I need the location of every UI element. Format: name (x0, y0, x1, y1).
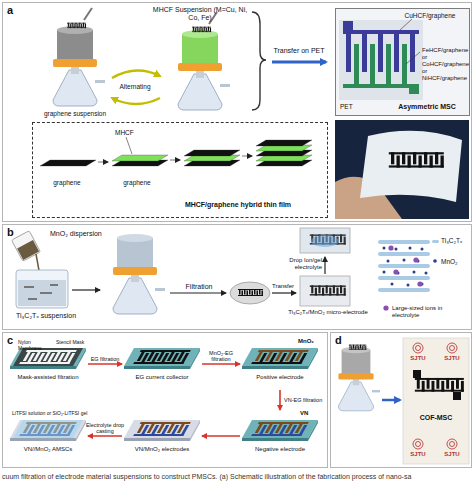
flow-arrow (202, 435, 240, 437)
flow-arrow (88, 435, 122, 437)
node-text: EG current collector (122, 374, 202, 381)
node-text: graphene (107, 179, 167, 186)
node-text: MnO₂ (298, 338, 320, 345)
annotation-label: MnO₂ (441, 258, 472, 265)
annotation-label: Stencil Mask (56, 340, 88, 346)
node-text: b (7, 226, 21, 239)
annotation-label: Nylon Membrane (18, 340, 54, 352)
panel-frame: d (330, 332, 472, 468)
figure-caption: cuum filtration of electrode material su… (2, 473, 411, 480)
annotation-label: Ti₃C₂Tₓ/MnO₂ micro-electrode (286, 309, 370, 316)
annotation-label: SJTU (438, 355, 466, 362)
annotation-label: Filtration (170, 283, 228, 291)
node-text: graphene (37, 179, 97, 186)
annotation-label: COF-MSC (403, 414, 469, 422)
process-step: Negative electrode VN (240, 410, 320, 462)
annotation-label: LiTFSI solution or SiO₂-LiTFSI gel (12, 411, 90, 417)
device-box: CuHCF/grapheneFeHCF/graphene or CoHCF/gr… (335, 8, 470, 116)
process-step: MnO₂ Positive electrode (240, 338, 320, 390)
annotation-label: SJTU (404, 355, 432, 362)
annotation-label: Transfer (266, 283, 300, 290)
annotation-label: MnO₂ dispersion (50, 230, 120, 238)
node-text: VN/MnO₂ electrodes (122, 446, 202, 453)
annotation-label: Ti₃C₂Tₓ (441, 237, 472, 244)
node-text: FeHCF/graphene or CoHCF/graphene or NiHC… (422, 47, 469, 81)
annotation-label: Transfer on PET (264, 47, 334, 55)
annotation-label: Ti₃C₂Tₓ suspension (4, 312, 88, 320)
node-text: MHCF/graphene hybrid thin film (153, 201, 323, 209)
film-stack-box: graphene MHCF grapheneMHCF/graphene hybrid… (32, 122, 328, 218)
annotation-label: MHCF Suspension (M=Cu, Ni, Co, Fe) (150, 6, 250, 22)
node-text: MHCF (115, 129, 155, 136)
flow-arrow (202, 363, 240, 365)
annotation-label: SJTU (404, 451, 432, 458)
node-text: a (7, 4, 21, 17)
annotation-label: Alternating (104, 83, 166, 90)
process-step: VN//MnO₂ AMSCs (8, 410, 88, 462)
node-text: PET (340, 103, 370, 110)
panel-frame: cMask-assisted filtrationEG current coll… (2, 332, 328, 468)
node-text: VN//MnO₂ AMSCs (8, 446, 88, 453)
edge-label: VN-EG filtration (284, 397, 328, 403)
node-text: Asymmetric MSC (386, 103, 468, 111)
edge-label: Electrolyte drop casting (83, 422, 127, 434)
node-text: Positive electrode (240, 374, 320, 381)
node-text: VN (300, 410, 320, 417)
flow-arrow (279, 390, 281, 410)
edge-label: EG filtration (83, 356, 127, 362)
edge-label: MnO₂-EG filtration (199, 350, 243, 362)
node-text: Negative electrode (240, 446, 320, 453)
process-step: EG current collector (122, 338, 202, 390)
annotation-label: SJTU (438, 451, 466, 458)
node-text: d (335, 334, 349, 347)
annotation-label: Drop Ion/gel electrolyte (268, 257, 322, 271)
process-step: VN/MnO₂ electrodes (122, 410, 202, 462)
annotation-label: graphene suspension (30, 110, 120, 117)
node-text: CuHCF/graphene (392, 12, 468, 19)
annotation-label: Large-sized ions in electrolyte (392, 305, 470, 319)
flow-arrow (88, 363, 122, 365)
node-text: Mask-assisted filtration (8, 374, 88, 381)
